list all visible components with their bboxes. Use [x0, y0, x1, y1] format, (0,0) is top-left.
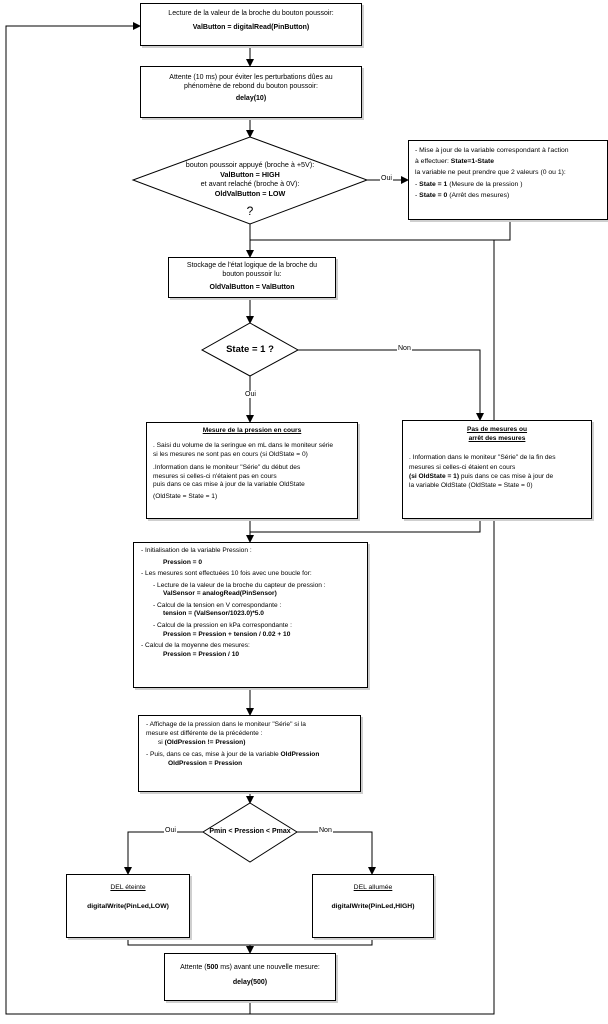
box-text: - Calcul de la pression en kPa correspon…	[153, 621, 292, 629]
pressure-loop-box: - Initialisation de la variable Pression…	[133, 542, 368, 688]
code-text: delay(500)	[232, 979, 268, 987]
box-text: - Mise à jour de la variable corresponda…	[415, 147, 569, 154]
code-text: Pression = Pression / 10	[163, 650, 240, 658]
state-condition-text: State = 1 ?	[226, 344, 274, 355]
code-text: 500	[206, 964, 219, 971]
connector	[297, 831, 376, 875]
loop-connector	[5, 22, 251, 1015]
code-text: digitalWrite(PinLed,LOW)	[87, 903, 169, 911]
box-text: Stockage de l'état logique de la broche …	[186, 262, 318, 269]
code-text: (si OldState = 1)	[409, 472, 460, 480]
box-text: (Arrêt des mesures)	[447, 191, 510, 199]
code-text: ValSensor = analogRead(PinSensor)	[163, 590, 277, 598]
box-text: mesure est différente de la précédente :	[146, 729, 263, 737]
code-text: OldPression	[280, 750, 320, 758]
label-non: Non	[318, 827, 333, 834]
box-text: -	[415, 191, 420, 199]
toggle-state-box: - Mise à jour de la variable corresponda…	[408, 140, 608, 220]
pressure-range-condition-text: Pmin < Pression < Pmax	[209, 828, 291, 835]
box-text: (Mesure de la pression )	[447, 180, 523, 188]
box-text: phénomène de rebond du bouton poussoir:	[184, 83, 318, 91]
box-text: ms) avant une nouvelle mesure:	[218, 964, 320, 971]
no-measure-box: Pas de mesures ou arrêt des mesures . In…	[402, 420, 592, 519]
box-text: mesures si celles-ci n'étaient pas en co…	[153, 472, 277, 480]
led-off-box: DEL éteinte digitalWrite(PinLed,LOW)	[66, 874, 190, 938]
condition-line: et avant relaché (broche à 0V):	[200, 179, 300, 189]
decision-diamond-button	[131, 136, 369, 225]
box-text: si les mesures ne sont pas en cours (si …	[153, 450, 308, 458]
box-text: Attente (10 ms) pour éviter les perturba…	[169, 74, 333, 81]
display-pressure-box: - Affichage de la pression dans le monit…	[138, 715, 361, 792]
code-text: OldPression = Pression	[168, 759, 243, 767]
decision-diamond-state	[200, 322, 300, 377]
box-text: puis dans ce cas mise à jour de	[459, 472, 554, 480]
code-text: Pression = 0	[163, 558, 203, 566]
connector	[298, 349, 484, 421]
code-text: (OldPression != Pression)	[164, 738, 246, 746]
box-text: - Puis, dans ce cas, mise à jour de la v…	[146, 750, 281, 758]
box-text: .Information dans le moniteur "Série" du…	[153, 463, 301, 471]
box-title: arrêt des mesures	[468, 435, 526, 443]
connector	[250, 519, 481, 533]
box-title: DEL allumée	[353, 884, 393, 891]
read-button-box: Lecture de la valeur de la broche du bou…	[140, 3, 362, 46]
connector	[127, 938, 250, 946]
box-title: Mesure de la pression en cours	[202, 427, 302, 434]
code-text: Pression = Pression + tension / 0.02 + 1…	[163, 630, 291, 638]
box-text: à effectuer:	[415, 158, 451, 166]
code-text: delay(10)	[235, 94, 267, 102]
label-non: Non	[397, 345, 412, 352]
box-text: - Affichage de la pression dans le monit…	[146, 721, 306, 728]
label-oui: Oui	[164, 827, 177, 834]
box-text: Attente (	[180, 964, 207, 971]
connector	[250, 220, 511, 241]
box-text: Lecture de la valeur de la broche du bou…	[168, 10, 334, 17]
code-text: State = 0	[419, 191, 448, 199]
store-button-state-box: Stockage de l'état logique de la broche …	[168, 257, 336, 298]
code-text: digitalWrite(PinLed,HIGH)	[331, 903, 415, 911]
box-text: - Les mesures sont effectuées 10 fois av…	[141, 570, 312, 578]
box-text: puis dans ce cas mise à jour de la varia…	[153, 481, 305, 489]
condition-line: ValButton = HIGH	[220, 169, 280, 179]
code-text: ValButton = digitalRead(PinButton)	[192, 24, 310, 32]
box-text: la variable OldState (OldState = State =…	[409, 482, 533, 490]
condition-line: bouton poussoir appuyé (broche à +5V):	[185, 160, 315, 169]
connector	[124, 831, 203, 875]
condition-line: OldValButton = LOW	[214, 189, 286, 199]
box-text: . Information dans le moniteur "Série" d…	[409, 454, 556, 462]
box-text: mesures si celles-ci étaient en cours	[409, 463, 516, 471]
measure-delay-box: Attente (500 ms) avant une nouvelle mesu…	[164, 953, 336, 1001]
box-text: . Saisi du volume de la seringue en mL d…	[153, 441, 334, 449]
box-text: (OldState = State = 1)	[153, 493, 218, 501]
box-title: DEL éteinte	[110, 884, 146, 891]
box-text: - Initialisation de la variable Pression…	[141, 547, 252, 554]
code-text: State = 1	[419, 180, 448, 188]
box-text: la variable ne peut prendre que 2 valeur…	[415, 169, 566, 177]
code-text: tension = (ValSensor/1023.0)*5.0	[163, 610, 264, 618]
code-text: State=1-State	[450, 158, 495, 166]
box-title: Pas de mesures ou	[466, 426, 528, 433]
box-text: - Calcul de la tension en V correspondan…	[153, 601, 282, 609]
box-text: -	[415, 180, 420, 188]
box-text: si	[158, 738, 165, 746]
debounce-delay-box: Attente (10 ms) pour éviter les perturba…	[140, 66, 362, 118]
box-text: bouton poussoir lu:	[222, 271, 282, 279]
connector	[250, 938, 373, 946]
code-text: OldValButton = ValButton	[209, 283, 295, 291]
label-oui: Oui	[244, 391, 257, 398]
label-oui: Oui	[380, 175, 393, 182]
box-text: - Lecture de la valeur de la broche du c…	[153, 581, 326, 589]
decision-diamond-pressure	[202, 802, 298, 863]
box-text: - Calcul de la moyenne des mesures:	[141, 642, 250, 650]
question-mark: ?	[246, 204, 254, 218]
pressure-measure-box: Mesure de la pression en cours . Saisi d…	[146, 422, 358, 519]
button-condition-text: bouton poussoir appuyé (broche à +5V): V…	[170, 160, 330, 199]
led-on-box: DEL allumée digitalWrite(PinLed,HIGH)	[312, 874, 434, 938]
